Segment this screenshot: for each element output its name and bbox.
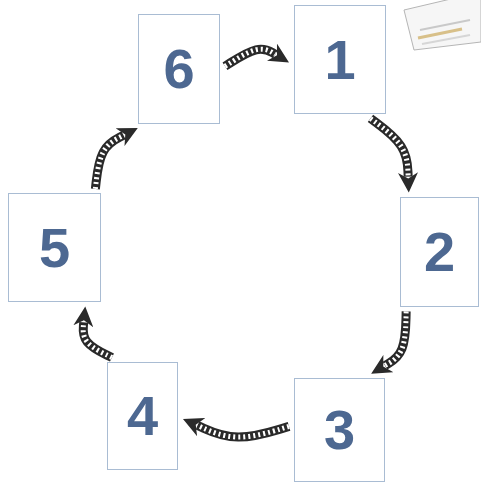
number-box: 3 (294, 378, 385, 482)
step-number: 4 (127, 385, 158, 447)
arrow-hatching (95, 135, 123, 189)
cycle-arrow (385, 311, 406, 365)
cycle-arrow (95, 135, 123, 189)
number-box: 1 (294, 5, 386, 114)
number-box: 2 (400, 197, 479, 307)
arrow-body (370, 118, 408, 176)
paper-line (420, 20, 470, 30)
arrow-body (95, 135, 123, 189)
arrow-hatching (370, 118, 408, 176)
cycle-arrow (370, 118, 408, 176)
document-thumbnail (404, 0, 481, 50)
number-box: 6 (138, 14, 220, 124)
cycle-arrow (225, 49, 275, 66)
step-number: 1 (324, 29, 355, 91)
number-box: 4 (107, 362, 178, 470)
arrow-hatching (198, 425, 289, 437)
arrow-body (225, 49, 275, 66)
paper-line (422, 35, 470, 44)
number-box: 5 (8, 193, 101, 302)
arrow-hatching (225, 49, 275, 66)
paper-line (418, 29, 462, 38)
arrow-body (83, 322, 112, 357)
step-number: 6 (163, 38, 194, 100)
cycle-arrow (198, 425, 289, 437)
arrow-hatching (385, 311, 406, 365)
arrow-body (385, 311, 406, 365)
step-number: 5 (39, 217, 70, 279)
cycle-arrow (83, 322, 112, 357)
arrow-hatching (83, 322, 112, 357)
step-number: 3 (324, 399, 355, 461)
paper-sheet (404, 0, 481, 50)
arrow-body (198, 425, 289, 437)
step-number: 2 (424, 221, 455, 283)
